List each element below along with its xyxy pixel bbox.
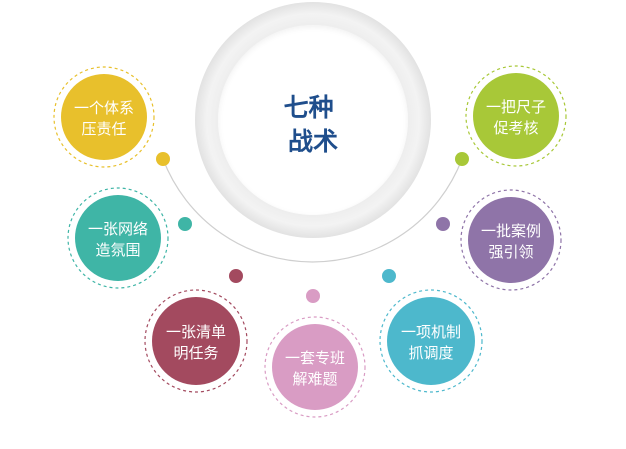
tactic-node-dashed-ring	[67, 187, 169, 289]
tactic-node-disc	[473, 73, 559, 159]
tactic-node-label: 一把尺子促考核	[486, 98, 546, 137]
tactic-node-label-line-2: 抓调度	[408, 344, 453, 362]
tactic-node-disc	[468, 197, 554, 283]
arc-dot-1	[156, 152, 170, 166]
tactic-node-label-line-2: 造氛围	[95, 241, 140, 259]
tactic-node-dashed-ring	[460, 189, 562, 291]
tactic-node-label-line-1: 一把尺子	[486, 98, 546, 116]
tactic-node-1: 一个体系压责任	[53, 66, 155, 168]
tactic-node-label: 一张网络造氛围	[88, 220, 148, 259]
tactic-node-label-line-2: 压责任	[81, 120, 126, 138]
tactic-node-label: 一批案例强引领	[481, 222, 541, 261]
tactic-node-3: 一张清单明任务	[144, 289, 248, 393]
tactic-node-4: 一套专班解难题	[264, 316, 366, 418]
tactic-node-label: 一套专班解难题	[285, 349, 345, 388]
tactic-node-disc	[387, 297, 475, 385]
tactic-nodes: 一个体系压责任一张网络造氛围一张清单明任务一套专班解难题一项机制抓调度一批案例强…	[53, 65, 567, 418]
arc-dots	[156, 152, 469, 303]
tactic-node-disc	[152, 297, 240, 385]
tactic-node-label-line-2: 强引领	[488, 243, 533, 261]
center-title: 七种 战术	[284, 93, 343, 156]
tactic-node-7: 一把尺子促考核	[465, 65, 567, 167]
arc-dot-5	[382, 269, 396, 283]
tactic-node-label-line-1: 一张清单	[166, 323, 226, 341]
arc-dot-3	[229, 269, 243, 283]
tactic-node-label-line-1: 一批案例	[481, 222, 541, 240]
tactic-node-dashed-ring	[264, 316, 366, 418]
tactic-node-label-line-1: 一个体系	[74, 99, 134, 117]
tactic-node-dashed-ring	[465, 65, 567, 167]
tactic-node-5: 一项机制抓调度	[379, 289, 483, 393]
tactic-node-6: 一批案例强引领	[460, 189, 562, 291]
tactic-node-label-line-2: 促考核	[493, 119, 538, 137]
tactic-node-label: 一张清单明任务	[166, 323, 226, 362]
tactic-node-disc	[75, 195, 161, 281]
center-circle: 七种 战术	[195, 2, 431, 238]
arc-dot-7	[455, 152, 469, 166]
arc-dot-2	[178, 217, 192, 231]
tactic-node-disc	[61, 74, 147, 160]
center-title-line-2: 战术	[288, 127, 338, 156]
tactic-node-dashed-ring	[379, 289, 483, 393]
tactic-node-2: 一张网络造氛围	[67, 187, 169, 289]
tactic-node-disc	[272, 324, 358, 410]
tactic-node-label-line-1: 一套专班	[285, 349, 345, 367]
tactic-node-label: 一项机制抓调度	[401, 323, 461, 362]
tactic-node-label-line-1: 一项机制	[401, 323, 461, 341]
tactic-node-label-line-2: 解难题	[292, 370, 337, 388]
arc-dot-6	[436, 217, 450, 231]
connecting-arc	[162, 158, 463, 263]
tactic-node-label-line-2: 明任务	[173, 344, 218, 362]
center-title-line-1: 七种	[284, 93, 334, 122]
tactic-node-label: 一个体系压责任	[74, 99, 134, 138]
tactic-node-dashed-ring	[144, 289, 248, 393]
tactic-node-label-line-1: 一张网络	[88, 220, 148, 238]
arc-dot-4	[306, 289, 320, 303]
center-inner-disc	[218, 25, 408, 215]
tactic-node-dashed-ring	[53, 66, 155, 168]
